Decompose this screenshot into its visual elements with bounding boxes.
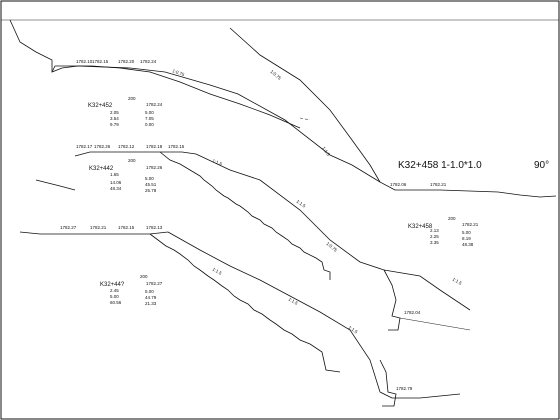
data-value: 21.33 [145, 301, 157, 306]
data-value: 1.65 [110, 172, 119, 177]
data-value: 5.00 [110, 294, 119, 299]
data-value: 5.00 [145, 110, 154, 115]
slope-label: 1:1.5 [452, 277, 464, 287]
section-title: K32+458 1-1.0*1.0 [398, 160, 482, 171]
elevation-label: 1782.27 [60, 225, 77, 230]
slope-label: 1:0.75 [269, 69, 282, 81]
profile-2-steps [159, 151, 331, 280]
elevation-label: 1782.15 [92, 59, 109, 64]
data-value: 25.78 [145, 188, 157, 193]
elevation-label: 1782.21 [90, 225, 107, 230]
data-value: 48.38 [462, 242, 474, 247]
elevation-label: 1782.15 [118, 225, 135, 230]
elevation-label: 1782.21 [430, 182, 447, 187]
section-data-2: K32+442 200 1782.26 1.65 5.00 14.06 45.5… [89, 158, 163, 193]
section-title-suffix: 90° [534, 160, 549, 171]
data-value: 1782.24 [146, 102, 163, 107]
elevation-label: 1782.24 [140, 59, 157, 64]
slope-label: 1:1.5 [212, 267, 224, 277]
slope-label: 1:1.5 [288, 297, 300, 307]
data-value: 7.05 [145, 116, 154, 121]
data-value: 3.35 [430, 240, 439, 245]
data-value: 200 [128, 158, 136, 163]
data-value: 5.00 [145, 176, 154, 181]
data-value: 1782.26 [146, 165, 163, 170]
profile-2-left [35, 179, 76, 191]
data-value: 200 [128, 96, 136, 101]
slope-label: 1:1.5 [321, 146, 331, 157]
section-data-3: K32+44? 200 1782.27 2.45 5.00 5.00 44.79… [100, 274, 163, 306]
elevation-label: 1782.10 [76, 59, 93, 64]
profile-1-right [229, 27, 381, 183]
elevation-label: 1782.06 [390, 182, 407, 187]
elevation-label: 1782.18 [146, 144, 163, 149]
slope-label: 1:1.5 [347, 325, 358, 335]
data-value: 2.05 [110, 110, 119, 115]
data-value: 2.25 [430, 234, 439, 239]
data-value: 5.00 [462, 230, 471, 235]
data-value: 14.06 [110, 180, 122, 185]
culvert-upper [383, 269, 401, 331]
profile-1 [51, 65, 301, 129]
station-label: K32+44? [100, 282, 125, 288]
culvert-lower [379, 359, 397, 407]
station-label: K32+442 [89, 166, 114, 172]
elevation-label: 1782.15 [168, 144, 185, 149]
profile-2-top [74, 151, 197, 157]
elevation-label: 1782.20 [118, 59, 135, 64]
profile-2-slope [195, 153, 385, 271]
slope-label: 1:0.75 [172, 68, 186, 77]
slope-label: 1:0.75 [325, 241, 338, 253]
data-value: 2.13 [430, 228, 439, 233]
data-value: 1782.21 [462, 222, 479, 227]
elevation-label: 1782.26 [94, 144, 111, 149]
ground-right-lower [383, 269, 471, 311]
elevation-label: 1782.13 [146, 225, 163, 230]
slope-label: 1:1.5 [212, 158, 224, 166]
elevation-label: 1782.79 [396, 386, 413, 391]
station-label: K32+452 [88, 103, 113, 109]
station-label: K32+458 [408, 224, 433, 230]
data-value: 44.79 [145, 295, 157, 300]
data-value: 1782.27 [146, 281, 163, 286]
data-value: 48.34 [110, 186, 122, 191]
profile-3-steps [149, 233, 341, 373]
guide-2 [299, 117, 311, 121]
section-data-4: K32+458 200 1782.21 2.13 5.00 2.25 8.19 … [408, 216, 479, 247]
elevation-label: 1782.04 [404, 310, 421, 315]
data-value: 8.19 [462, 236, 471, 241]
data-value: 9.79 [110, 122, 119, 127]
elevation-label: 1782.17 [76, 144, 93, 149]
ground-line-upper [9, 19, 557, 198]
profile-3-slope [167, 231, 393, 399]
section-data-1: K32+452 200 1782.24 2.05 5.00 3.54 7.05 … [88, 96, 163, 127]
data-value: 60.56 [110, 300, 122, 305]
elevation-label: 1782.12 [118, 144, 135, 149]
data-value: 200 [448, 216, 456, 221]
data-value: 3.54 [110, 116, 119, 121]
ground-right-bottom [392, 393, 461, 399]
data-value: 2.45 [110, 288, 119, 293]
data-value: 5.00 [145, 289, 154, 294]
data-value: 45.51 [145, 182, 157, 187]
profile-3-top [19, 231, 169, 235]
slope-label: 1:1.5 [295, 199, 306, 209]
ground-right-diag [399, 317, 471, 331]
data-value: 0.00 [145, 122, 154, 127]
data-value: 200 [140, 274, 148, 279]
